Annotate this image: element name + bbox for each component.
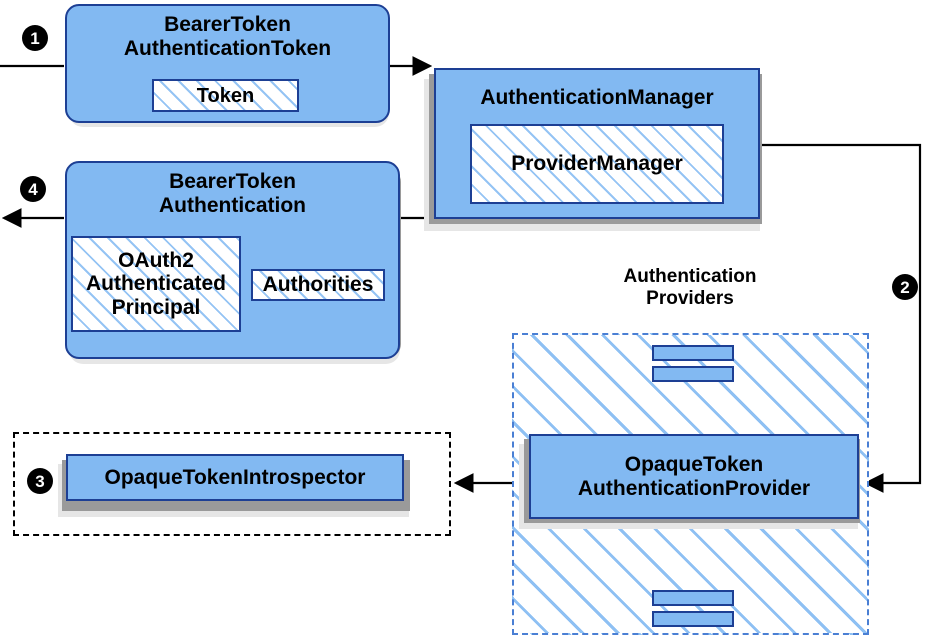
opaque-token-authentication-provider-label: OpaqueToken AuthenticationProvider bbox=[577, 452, 811, 500]
badge-step-3: 3 bbox=[27, 468, 53, 494]
bearer-token-authentication-token-label: BearerToken AuthenticationToken bbox=[123, 13, 332, 60]
bearer-token-authentication-label: BearerToken Authentication bbox=[159, 170, 306, 217]
badge-step-4: 4 bbox=[20, 176, 46, 202]
oauth2-authenticated-principal-subbox: OAuth2 Authenticated Principal bbox=[71, 236, 241, 332]
authentication-providers-caption: Authentication Providers bbox=[623, 266, 757, 309]
provider-stack-bottom-bar-1 bbox=[652, 590, 734, 606]
badge-step-2: 2 bbox=[892, 274, 918, 300]
provider-manager-subbox: ProviderManager bbox=[470, 124, 724, 204]
provider-stack-top-bar-2 bbox=[652, 366, 734, 382]
opaque-token-introspector-label: OpaqueTokenIntrospector bbox=[104, 465, 366, 489]
opaque-token-introspector-group bbox=[13, 432, 451, 536]
opaque-token-introspector[interactable]: OpaqueTokenIntrospector bbox=[66, 454, 404, 501]
authorities-subbox: Authorities bbox=[251, 269, 385, 301]
opaque-token-authentication-provider[interactable]: OpaqueToken AuthenticationProvider bbox=[529, 434, 859, 519]
authentication-manager-label: AuthenticationManager bbox=[480, 86, 714, 109]
provider-stack-bottom-bar-2 bbox=[652, 611, 734, 627]
token-subbox: Token bbox=[152, 79, 299, 112]
provider-stack-top-bar-1 bbox=[652, 345, 734, 361]
badge-step-1: 1 bbox=[22, 25, 48, 51]
